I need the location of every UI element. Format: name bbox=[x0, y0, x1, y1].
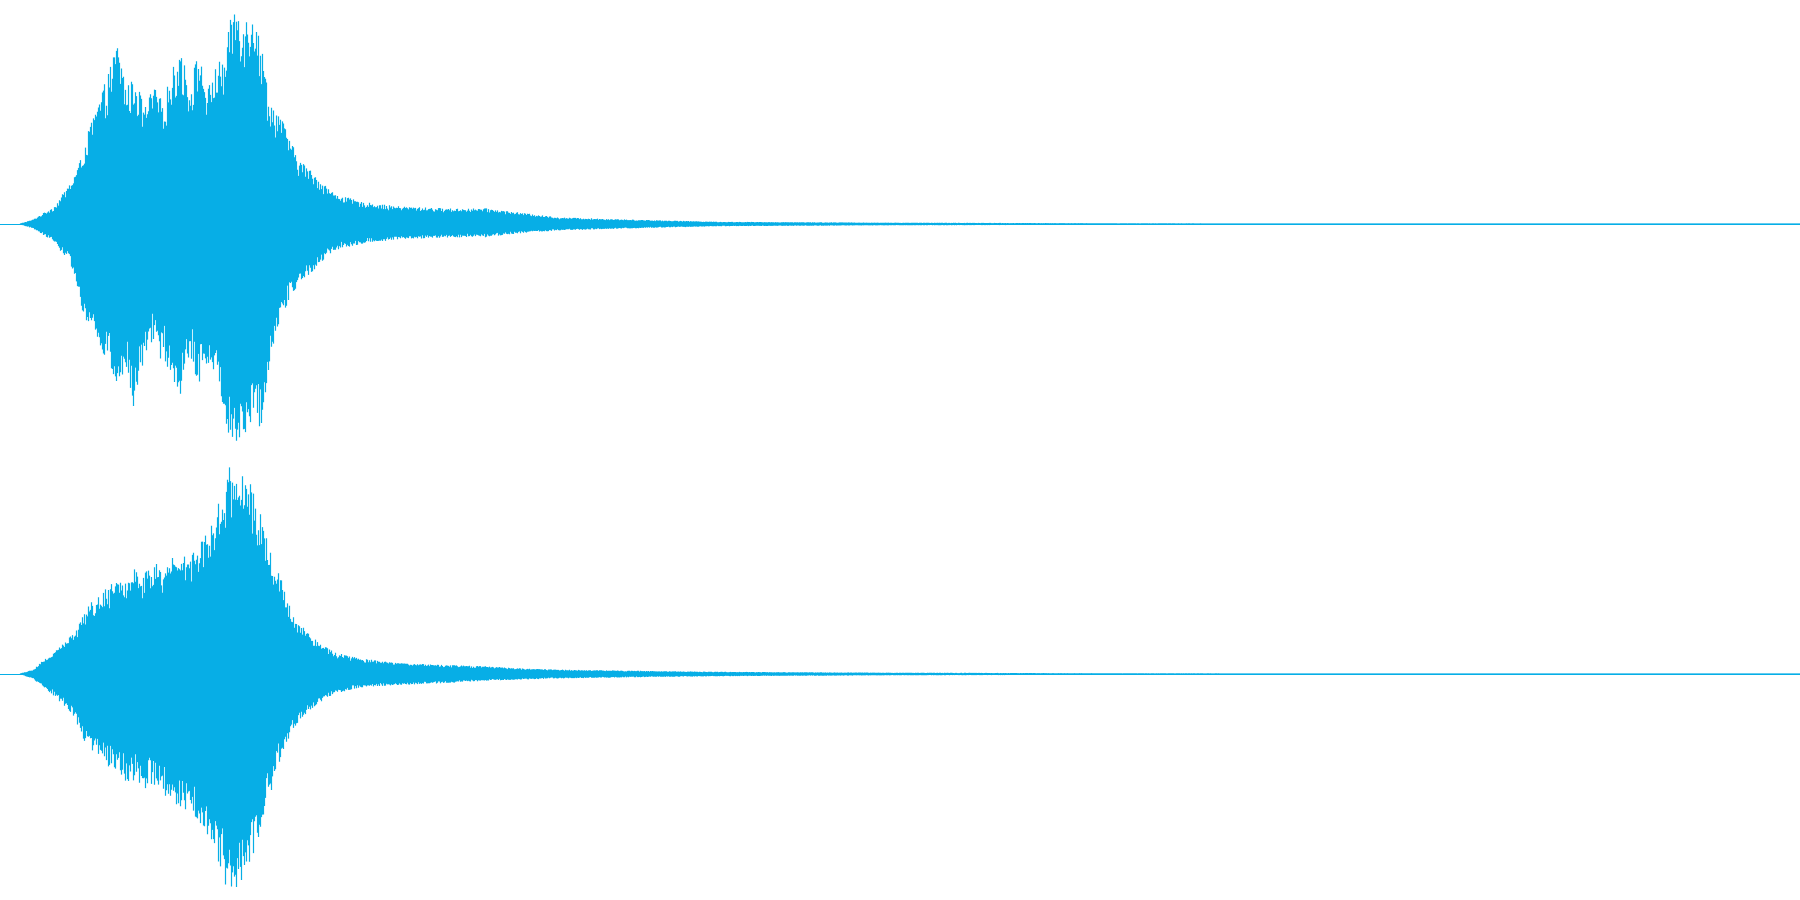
waveform-channel-2 bbox=[0, 450, 1800, 900]
waveform-channel-2-svg bbox=[0, 467, 1800, 887]
waveform-channel-1 bbox=[0, 14, 1800, 441]
waveform-channel-1-svg bbox=[0, 14, 1800, 441]
waveform-trace bbox=[19, 467, 1800, 887]
waveform-trace bbox=[19, 14, 1800, 441]
